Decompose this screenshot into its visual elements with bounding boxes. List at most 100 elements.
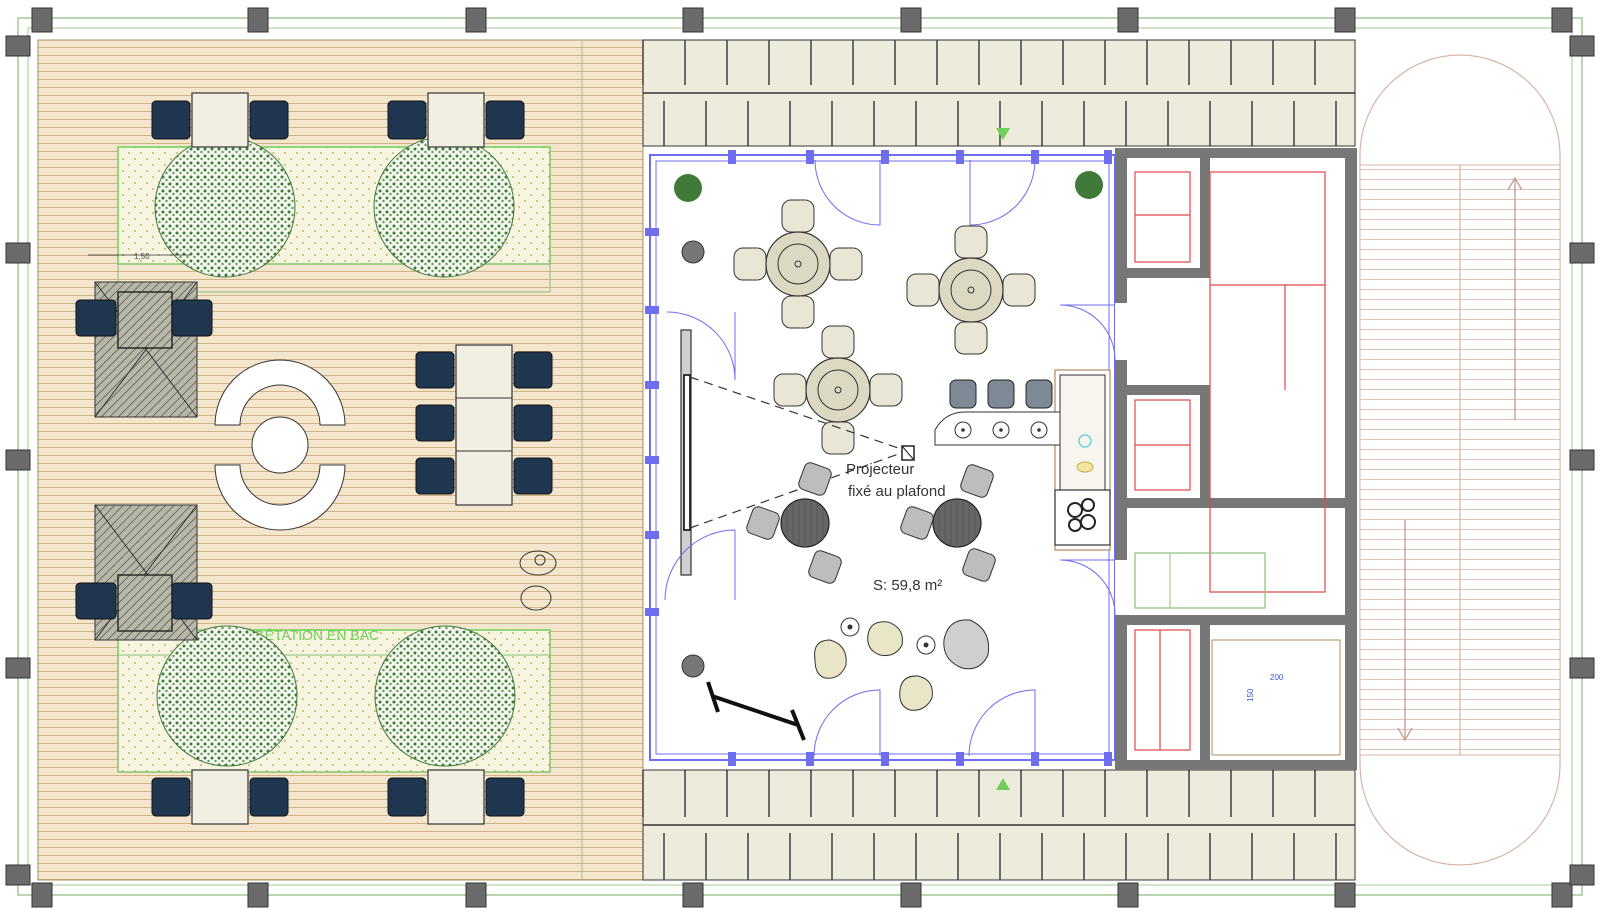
- decorative-pots: [519, 550, 557, 611]
- chair-icon: [485, 100, 525, 140]
- chair-icon: [387, 100, 427, 140]
- bathroom: [1211, 639, 1341, 756]
- column: [1334, 882, 1356, 908]
- window-mullion: [645, 531, 659, 539]
- sink-icon: [1078, 434, 1092, 448]
- chair-icon: [75, 582, 117, 620]
- coat-rack: [706, 681, 806, 741]
- window-mullion: [881, 752, 889, 766]
- column: [1569, 864, 1595, 886]
- round-table-icon: [733, 199, 863, 329]
- circular-bench: [214, 359, 346, 531]
- bin: [681, 654, 705, 678]
- chair-icon: [808, 550, 842, 584]
- projector-sublabel: fixé au plafond: [848, 483, 946, 500]
- tree-icon: [374, 625, 516, 767]
- window-mullion: [645, 608, 659, 616]
- stool-icon: [987, 379, 1015, 409]
- plant-pot: [1075, 171, 1103, 199]
- stair-arrow-icon-down: [1397, 520, 1413, 742]
- column: [1334, 7, 1356, 33]
- chair-icon: [249, 777, 289, 817]
- column: [682, 882, 704, 908]
- entry-marker: [996, 778, 1010, 790]
- column: [247, 882, 269, 908]
- chair-icon: [869, 373, 903, 407]
- chair-icon: [781, 199, 815, 233]
- window-mullion: [1031, 150, 1039, 164]
- desk-pair: [387, 769, 525, 825]
- cooktop-icon: [1067, 498, 1096, 532]
- column: [1569, 449, 1595, 471]
- chair-icon: [781, 295, 815, 329]
- dim-small-label: 1,50: [134, 252, 150, 261]
- chair-icon: [415, 351, 455, 389]
- cafe-table: [746, 462, 842, 584]
- chair-icon: [821, 325, 855, 359]
- window-mullion: [956, 752, 964, 766]
- dim-200: 200: [1270, 673, 1284, 682]
- column: [31, 7, 53, 33]
- window-mullion: [728, 150, 736, 164]
- column: [1569, 657, 1595, 679]
- tree-icon: [373, 136, 515, 278]
- kitchenette: [1054, 369, 1111, 551]
- chair-icon: [906, 273, 940, 307]
- column: [5, 242, 31, 264]
- vegetation-label: VÉGÉTATION EN BAC: [235, 627, 379, 643]
- stool-icon: [1025, 379, 1053, 409]
- chair-icon: [746, 506, 780, 540]
- bin: [681, 240, 705, 264]
- column: [1551, 882, 1573, 908]
- chair-icon: [773, 373, 807, 407]
- window-mullion: [645, 381, 659, 389]
- window-mullion: [645, 456, 659, 464]
- column: [5, 35, 31, 57]
- window-mullion: [645, 228, 659, 236]
- staircase: [1359, 54, 1561, 866]
- round-table-icon: [773, 325, 903, 455]
- tree-icon: [154, 136, 296, 278]
- chair-icon: [513, 404, 553, 442]
- chair-icon: [733, 247, 767, 281]
- tree-icon: [156, 625, 298, 767]
- column: [31, 882, 53, 908]
- stool-icon: [949, 379, 977, 409]
- chair-icon: [954, 321, 988, 355]
- column: [465, 7, 487, 33]
- window-mullion: [645, 306, 659, 314]
- partition-lines: [1134, 171, 1326, 751]
- column: [5, 449, 31, 471]
- column: [1569, 242, 1595, 264]
- column: [1117, 882, 1139, 908]
- pebble-seating: [814, 617, 990, 711]
- column: [1569, 35, 1595, 57]
- desk-pair: [151, 92, 289, 148]
- chair-icon: [513, 351, 553, 389]
- cafe-table: [900, 464, 996, 582]
- chair-icon: [513, 457, 553, 495]
- chair-icon: [962, 548, 996, 582]
- meeting-room: [649, 154, 1116, 761]
- projector-label: Projecteur: [846, 461, 914, 478]
- column: [1551, 7, 1573, 33]
- chair-icon: [1002, 273, 1036, 307]
- chair-icon: [75, 299, 117, 337]
- chair-icon: [415, 457, 455, 495]
- tap-icon: [1076, 461, 1094, 473]
- column: [1117, 7, 1139, 33]
- window-mullion: [806, 150, 814, 164]
- area-label: S: 59,8 m²: [873, 577, 942, 594]
- chair-icon: [171, 582, 213, 620]
- dim-150: 150: [1246, 688, 1255, 702]
- service-block: [1115, 148, 1357, 770]
- window-mullion: [1104, 752, 1112, 766]
- stair-arrow-icon: [1507, 176, 1523, 420]
- window-mullion: [806, 752, 814, 766]
- chair-icon: [900, 506, 934, 540]
- chair-icon: [954, 225, 988, 259]
- sun-lounger: [94, 504, 198, 641]
- chair-icon: [151, 100, 191, 140]
- window-mullion: [956, 150, 964, 164]
